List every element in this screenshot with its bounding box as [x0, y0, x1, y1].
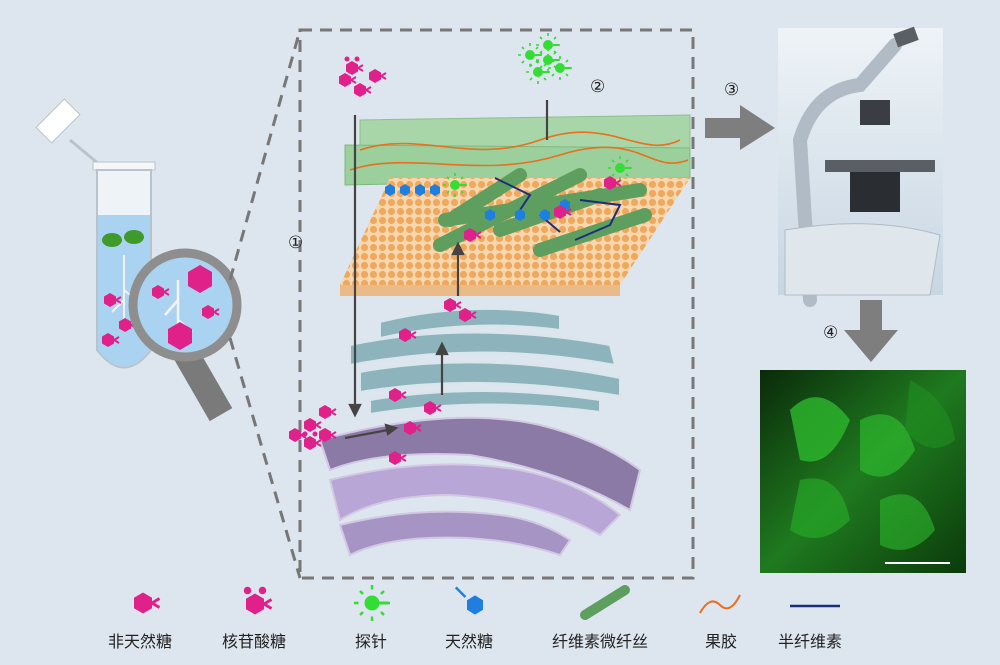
step-3-label: ③: [724, 80, 740, 100]
microscope-panel: [778, 26, 943, 307]
transport-arrows: [344, 100, 549, 440]
step-4-label: ④: [823, 323, 839, 343]
nucleotide-sugar-icon: [242, 585, 273, 616]
cellulose-microfibril-icon: [580, 585, 630, 620]
step-1-label: ①: [288, 233, 304, 253]
step-2-label: ②: [590, 77, 606, 97]
unnatural-sugar-icon: [132, 591, 161, 615]
legend-unnatural-sugar: 非天然糖: [108, 632, 173, 651]
magnifier-icon: [128, 248, 242, 422]
natural-sugar-icon: [454, 586, 483, 615]
cell-wall-slab: [344, 114, 691, 186]
legend-pectin: 果胶: [705, 632, 738, 651]
probe-icon: [352, 583, 392, 623]
endoplasmic-reticulum: [349, 307, 621, 416]
fluorescence-image: [760, 370, 966, 573]
legend-probe: 探针: [355, 632, 388, 651]
legend-hemicellulose: 半纤维素: [778, 632, 843, 651]
legend-cellulose-microfibril: 纤维素微纤丝: [552, 632, 649, 651]
arrow-to-image: [844, 300, 898, 362]
golgi-apparatus: [318, 416, 642, 557]
legend-nucleotide-sugar: 核苷酸糖: [222, 632, 287, 651]
pectin-icon: [699, 594, 741, 614]
zoom-frame: [228, 28, 695, 580]
arrow-to-microscope: [705, 105, 775, 150]
legend-natural-sugar: 天然糖: [445, 632, 494, 651]
